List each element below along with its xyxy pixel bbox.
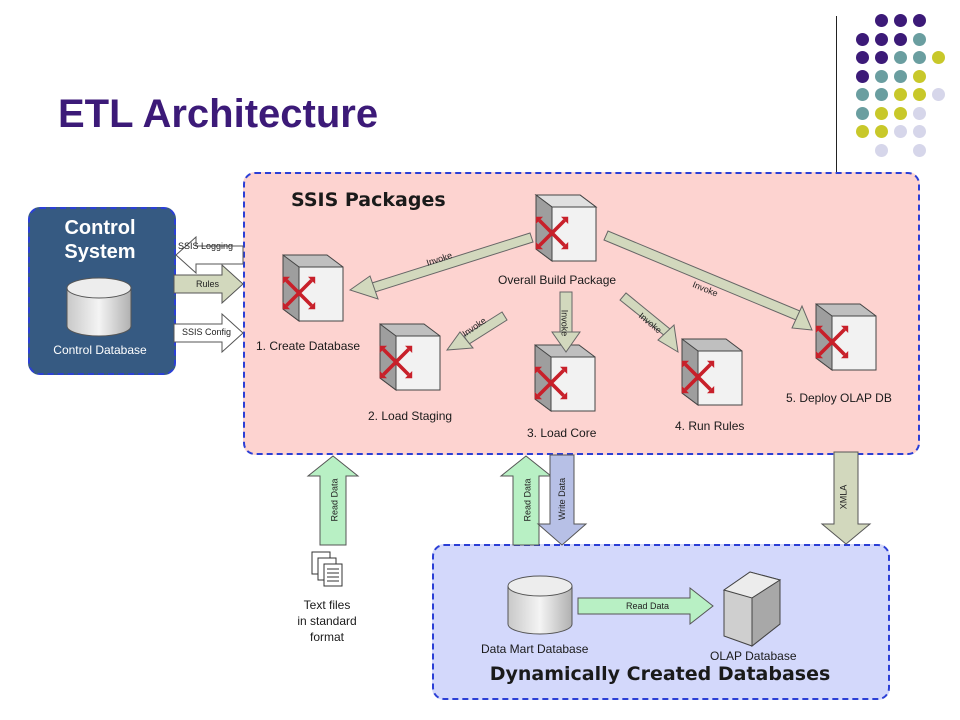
decorative-dot [875,125,888,138]
decorative-dot [856,88,869,101]
control-database-label: Control Database [53,343,147,357]
decorative-dot [856,125,869,138]
decorative-dot [894,106,907,120]
decorative-dot [875,143,888,157]
data-mart-read-data-label: Read Data [626,601,670,611]
rules-label: Rules [196,279,220,289]
decorative-dot [913,88,926,101]
decorative-dot [856,51,869,64]
run-rules-server-icon [679,338,743,406]
decorative-dot [894,51,907,64]
decorative-dot [894,32,907,46]
load-staging-label: 2. Load Staging [368,409,453,423]
divider-line [836,16,837,172]
decorative-dot [913,32,926,46]
ssis-config-label: SSIS Config [182,327,232,337]
decorative-dot [856,106,869,120]
decorative-dot [875,14,888,27]
decorative-dot [913,51,926,64]
decorative-dot [913,106,926,120]
invoke-arrow-load-core [551,291,581,353]
text-files-line3: format [309,630,344,644]
ssis-config-arrow [173,312,244,354]
create-database-server-icon [280,254,344,322]
data-mart-database-label: Data Mart Database [481,642,589,656]
ssis-logging-label: SSIS Logging [178,241,234,251]
xmla-arrow [820,451,872,545]
invoke-arrow-load-staging [445,311,508,351]
decorative-dot [913,143,926,157]
decorative-dot [913,14,926,27]
decorative-dot [932,51,945,64]
dynamic-databases-title: Dynamically Created Databases [489,663,831,685]
decorative-dot [894,125,907,138]
data-mart-read-arrow [499,455,553,546]
decorative-dot [913,69,926,83]
decorative-dot [875,106,888,120]
control-system-title: Control System [30,216,170,264]
decorative-dot [856,69,869,83]
text-files-label: Text files in standard format [282,597,372,645]
read-data-label-data-mart: Read Data [522,478,533,522]
decorative-dot [875,69,888,83]
control-title-line2: System [64,241,136,263]
invoke-arrow-create-database [348,232,534,300]
slide-title: ETL Architecture [58,92,379,136]
text-files-icon [311,551,343,587]
overall-build-package-label: Overall Build Package [498,273,617,287]
load-staging-server-icon [377,323,441,391]
invoke-arrow-run-rules [619,292,679,353]
run-rules-label: 4. Run Rules [675,419,745,433]
decorative-dot [875,32,888,46]
control-title-line1: Control [64,217,136,239]
rules-arrow [173,263,244,305]
text-files-read-arrow [306,455,360,546]
decorative-dot [856,32,869,46]
deploy-olap-server-icon [813,303,877,371]
decorative-dot [894,69,907,83]
olap-cube-icon [722,571,782,648]
decorative-dot [913,125,926,138]
decorative-dot [894,88,907,101]
decorative-dot [875,88,888,101]
control-database-icon [66,277,132,337]
ssis-logging-arrow [175,235,244,275]
decorative-dot [932,88,945,101]
decorative-dot [875,51,888,64]
ssis-packages-title: SSIS Packages [291,189,446,211]
xmla-label: XMLA [838,484,849,510]
invoke-label-3: Invoke [559,309,570,337]
load-core-server-icon [532,344,596,412]
write-data-arrow [536,454,588,546]
data-mart-database-icon [507,575,573,635]
decorative-dot [894,14,907,27]
text-files-line2: in standard [297,614,357,628]
text-files-line1: Text files [303,598,351,612]
olap-database-label: OLAP Database [710,649,797,663]
overall-build-server-icon [533,194,598,262]
deploy-olap-label: 5. Deploy OLAP DB [786,391,892,405]
load-core-label: 3. Load Core [527,426,597,440]
read-data-label-text-files: Read Data [329,478,340,522]
create-database-label: 1. Create Database [256,339,361,353]
data-mart-to-olap-arrow [577,586,714,626]
invoke-arrow-deploy-olap [603,230,813,331]
write-data-label: Write Data [557,477,568,521]
